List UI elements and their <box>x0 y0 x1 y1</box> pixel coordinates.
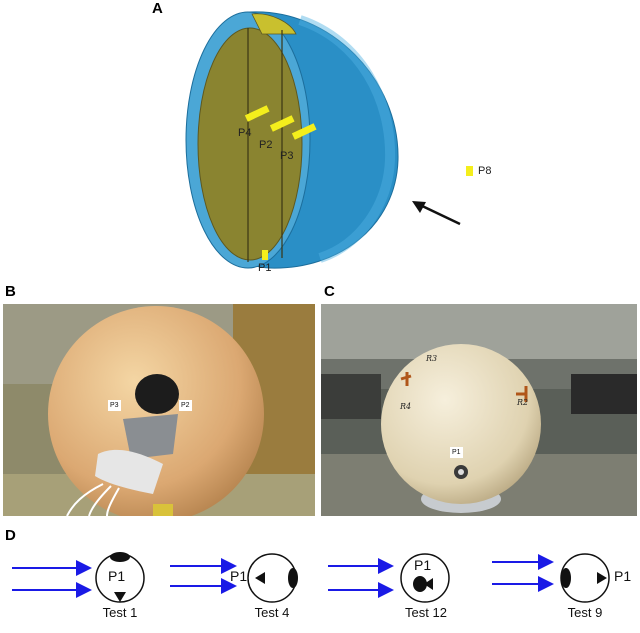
photo-c-label-r2: R2 <box>517 398 529 407</box>
core-cut-face <box>197 27 303 261</box>
test-12-caption: Test 12 <box>405 605 447 620</box>
gauge-p2 <box>269 115 295 132</box>
label-p3: P3 <box>280 150 294 162</box>
test-4-caption: Test 4 <box>254 605 290 620</box>
panel-a-letter: A <box>152 0 163 17</box>
test-12-diagram <box>328 553 450 603</box>
test-9-side-label: P1 <box>614 568 632 584</box>
gauge-p4 <box>244 105 270 122</box>
sphere-cutaway-diagram <box>185 11 473 269</box>
photo-c-label-r4: R4 <box>400 402 412 411</box>
test-4-side-label: P1 <box>230 568 248 584</box>
label-p4: P4 <box>238 127 252 139</box>
test-orientation-diagram <box>12 552 610 603</box>
photo-c-label-r3: R3 <box>426 354 438 363</box>
photo-c-label-p1: P1 <box>450 447 463 458</box>
panel-d-letter: D <box>5 527 16 544</box>
label-p1: P1 <box>258 262 272 274</box>
gauge-p1 <box>262 250 268 260</box>
test-9-diagram <box>492 553 610 603</box>
photo-b-label-p3: P3 <box>108 400 121 411</box>
test-9-caption: Test 9 <box>567 605 603 620</box>
test-1-inner-label: P1 <box>108 568 126 584</box>
photo-c-sphere-instrumented <box>321 304 637 516</box>
panel-b-letter: B <box>5 283 16 300</box>
test-1-diagram <box>12 552 145 603</box>
gauge-p3 <box>291 123 317 140</box>
impact-arrow <box>417 202 461 226</box>
gauge-p8 <box>466 166 473 176</box>
test-4-diagram <box>170 553 298 603</box>
label-p2: P2 <box>259 139 273 151</box>
panel-c-letter: C <box>324 283 335 300</box>
label-p8: P8 <box>478 165 492 177</box>
photo-b-sphere-gauges <box>3 304 315 516</box>
photo-b-label-p2: P2 <box>179 400 192 411</box>
test-1-caption: Test 1 <box>102 605 138 620</box>
test-12-inner-label: P1 <box>414 557 432 573</box>
